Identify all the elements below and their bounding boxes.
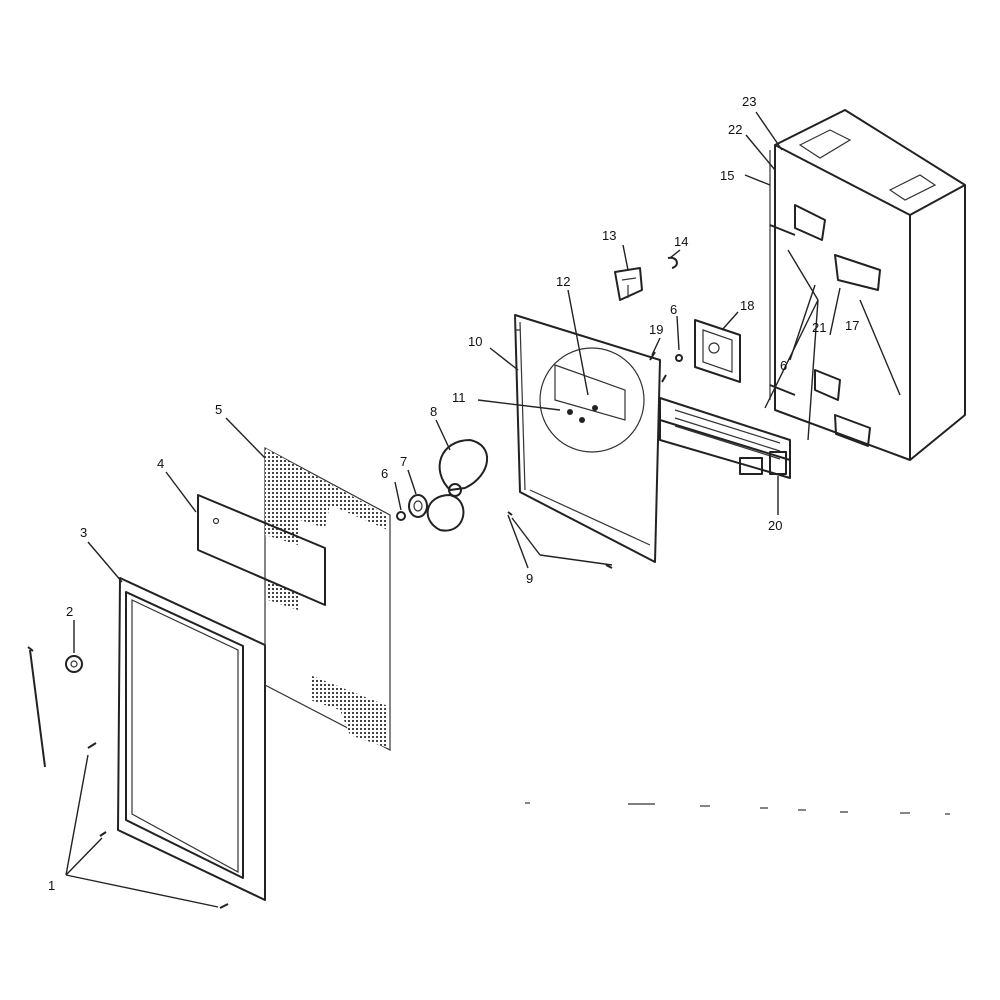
callout-17: 17 xyxy=(845,318,859,333)
callout-4: 4 xyxy=(157,456,164,471)
spring-clip xyxy=(667,256,678,269)
panel-screws xyxy=(507,511,613,569)
knob xyxy=(65,655,83,673)
mesh-grille xyxy=(264,446,391,751)
back-housing-box xyxy=(769,109,966,461)
callout-18: 18 xyxy=(740,298,754,313)
callout-10: 10 xyxy=(468,334,482,349)
callout-6-middle: 6 xyxy=(670,302,677,317)
callout-3: 3 xyxy=(80,525,87,540)
nut-and-washer xyxy=(396,494,428,521)
callout-8: 8 xyxy=(430,404,437,419)
small-screws xyxy=(649,351,683,383)
callout-5: 5 xyxy=(215,402,222,417)
thermostat xyxy=(694,319,741,383)
callout-21: 21 xyxy=(812,320,826,335)
callout-2: 2 xyxy=(66,604,73,619)
callout-7: 7 xyxy=(400,454,407,469)
front-frame xyxy=(117,577,266,901)
callout-15: 15 xyxy=(720,168,734,183)
callout-1: 1 xyxy=(48,878,55,893)
callout-13: 13 xyxy=(602,228,616,243)
heating-element xyxy=(659,397,791,479)
callout-11: 11 xyxy=(452,390,466,405)
callout-6-left: 6 xyxy=(381,466,388,481)
callout-23: 23 xyxy=(742,94,756,109)
callout-20: 20 xyxy=(768,518,782,533)
callout-leaders xyxy=(65,111,783,908)
callout-6-right: 6 xyxy=(780,358,787,373)
callout-12: 12 xyxy=(556,274,570,289)
bracket-leaders xyxy=(764,249,901,441)
fan-blade xyxy=(426,439,488,532)
plate xyxy=(197,494,326,606)
fan-housing-panel xyxy=(514,314,661,563)
callout-labels: 1 2 3 4 5 6 7 8 9 10 11 12 13 14 15 6 17… xyxy=(48,94,859,893)
motor-clip xyxy=(614,267,643,301)
callout-19: 19 xyxy=(649,322,663,337)
dashed-line xyxy=(525,802,950,815)
callout-22: 22 xyxy=(728,122,742,137)
callout-14: 14 xyxy=(674,234,688,249)
screws xyxy=(27,646,229,909)
callout-9: 9 xyxy=(526,571,533,586)
